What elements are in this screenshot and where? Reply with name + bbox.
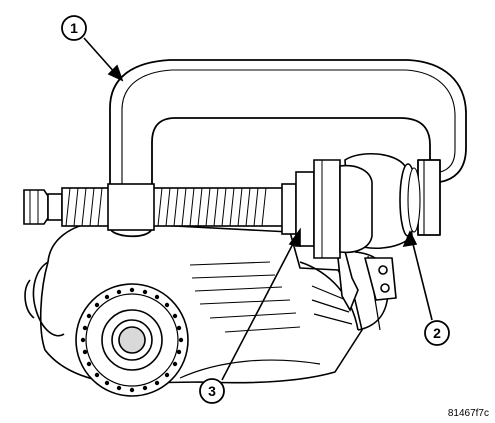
leader-arrow-2 [402, 230, 418, 248]
callout-number-1: 1 [70, 20, 78, 36]
callout-number-3: 3 [208, 383, 216, 399]
callout-2: 2 [424, 320, 450, 346]
seal-ring [399, 163, 421, 237]
pinion-flange [75, 283, 189, 397]
installer-adapter [281, 159, 373, 259]
figure-id: 81467f7c [447, 408, 489, 419]
leader-arrow-1 [107, 64, 124, 82]
leader-line-1 [83, 37, 117, 75]
leader-line-3 [221, 237, 297, 381]
callout-number-2: 2 [433, 325, 441, 341]
clamp-screw [23, 183, 299, 231]
callout-1: 1 [61, 15, 87, 41]
leader-arrow-3 [288, 227, 301, 247]
leader-line-2 [411, 239, 433, 321]
leader-lines [83, 37, 433, 381]
callout-3: 3 [199, 378, 225, 404]
